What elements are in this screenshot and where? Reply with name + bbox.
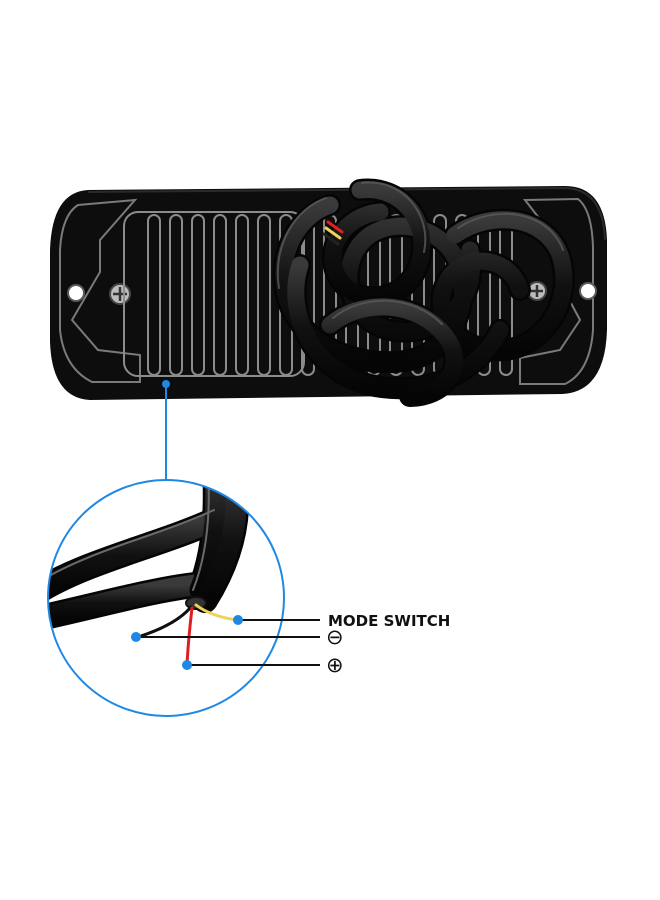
- callout-connector: [162, 380, 170, 480]
- housing-left-bracket: [59, 198, 141, 383]
- mounting-hole-left: [67, 284, 85, 302]
- positive-terminal-icon: ⊕: [326, 653, 344, 677]
- positive-dot: [182, 660, 192, 670]
- screw-icon: [109, 283, 131, 305]
- wire-red: [185, 606, 194, 667]
- zoom-callout: [47, 479, 285, 717]
- zoom-ring: [47, 479, 285, 717]
- callout-anchor-dot: [162, 380, 170, 388]
- mode-switch-label: MODE SWITCH: [328, 612, 450, 630]
- housing-right-bracket: [519, 197, 594, 385]
- mode-switch-dot: [233, 615, 243, 625]
- negative-terminal-icon: ⊖: [326, 625, 344, 649]
- wire-black: [136, 605, 193, 639]
- mounting-hole-right: [579, 282, 597, 300]
- wire-leaders: [131, 615, 320, 670]
- negative-dot: [131, 632, 141, 642]
- coiled-cable: [272, 178, 575, 407]
